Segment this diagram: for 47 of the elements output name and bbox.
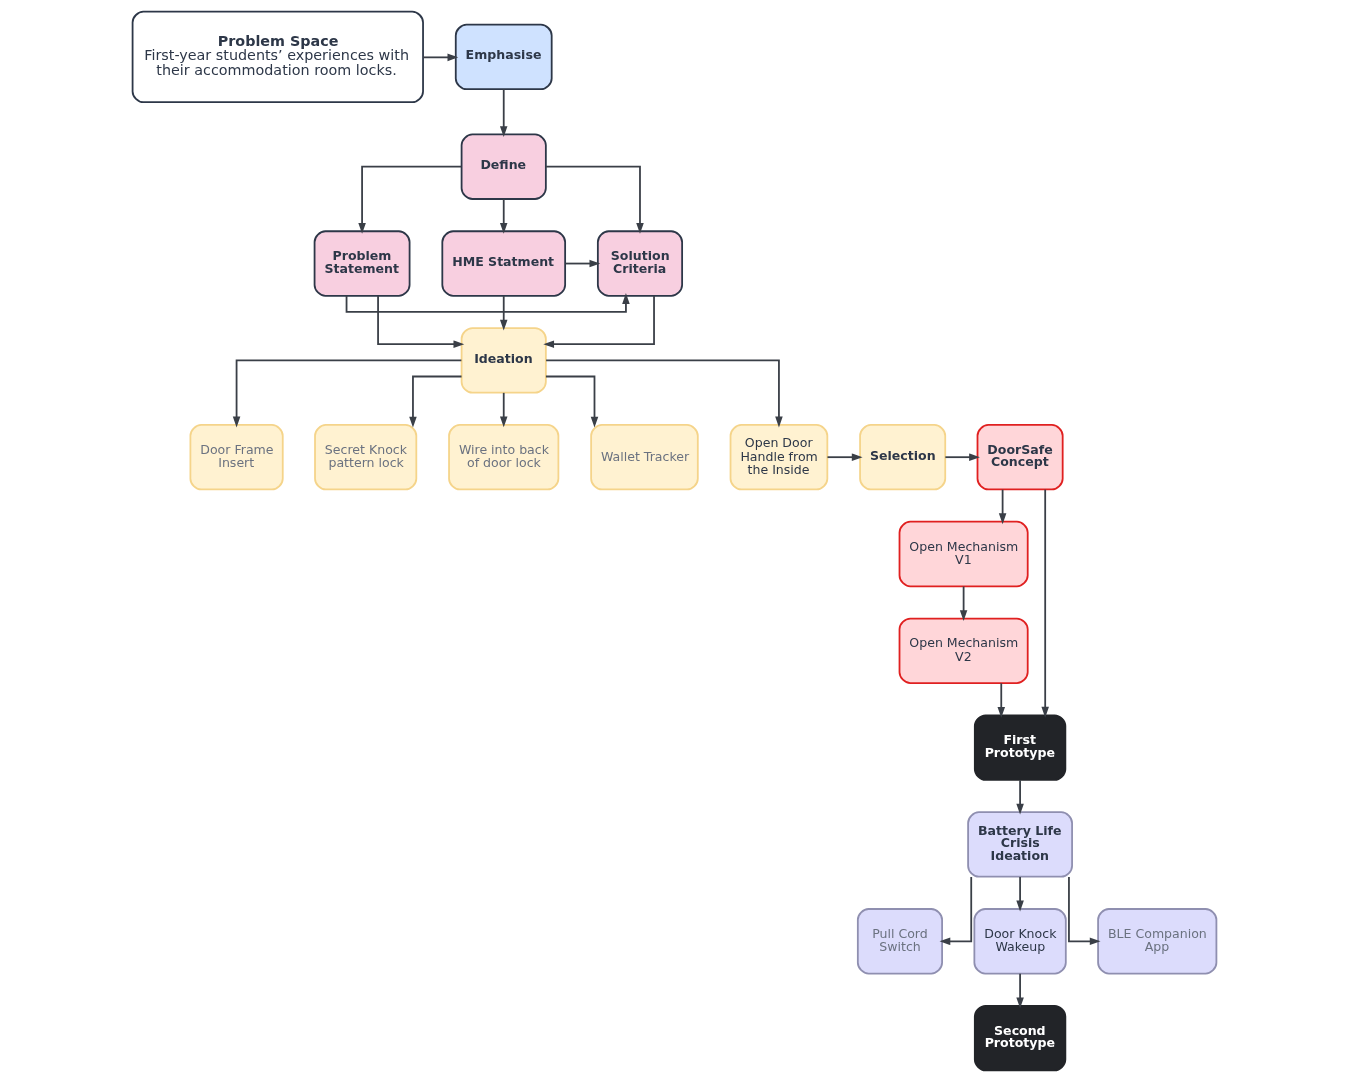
arrow <box>997 682 1006 718</box>
node-box: Wire into back of door lock <box>448 424 560 491</box>
node-box: Door Knock Wakeup <box>973 908 1067 975</box>
node-box: Open Mechanism V1 <box>898 520 1029 588</box>
arrow <box>545 359 783 428</box>
arrow <box>232 359 463 428</box>
arrow <box>499 295 508 331</box>
arrow <box>939 876 973 946</box>
arrow <box>499 391 508 428</box>
node-box: Pull Cord Switch <box>856 908 943 975</box>
arrow <box>499 88 508 137</box>
arrow <box>1016 779 1024 815</box>
node-box: Open Door Handle from the Inside <box>729 424 829 491</box>
node-box: Define <box>460 133 547 200</box>
arrow <box>545 165 644 234</box>
arrow <box>959 585 968 621</box>
arrow <box>1016 876 1024 912</box>
node-box: Open Mechanism V2 <box>898 617 1029 684</box>
node-box: Problem Space First-year students’ experiences with their accommodation room locks. <box>131 10 424 104</box>
arrow <box>543 295 655 348</box>
arrow <box>1068 876 1101 946</box>
arrow <box>422 53 459 62</box>
node-box: Problem Statement <box>313 230 411 297</box>
arrow <box>826 453 863 461</box>
arrow <box>409 375 463 428</box>
node-box: Secret Knock pattern lock <box>314 424 418 491</box>
arrow <box>377 295 465 348</box>
node-box: Selection <box>859 424 947 491</box>
node-box: Ideation <box>460 327 547 394</box>
node-box: First Prototype <box>973 714 1067 781</box>
arrow <box>944 453 980 461</box>
arrow <box>1016 972 1024 1009</box>
arrow <box>545 375 599 428</box>
node-box: Wallet Tracker <box>590 424 699 491</box>
node-box: Solution Criteria <box>596 230 683 297</box>
node-box: Second Prototype <box>973 1004 1067 1072</box>
arrow <box>499 198 508 234</box>
node-box: Door Frame Insert <box>189 424 284 491</box>
arrow <box>564 259 601 268</box>
arrow <box>358 165 463 234</box>
node-box: BLE Companion App <box>1097 908 1218 975</box>
arrow <box>998 488 1007 525</box>
node-box: Battery Life Crisis Ideation <box>967 811 1073 878</box>
arrow <box>1041 488 1049 718</box>
node-box: DoorSafe Concept <box>976 424 1064 491</box>
node-box: HME Statment <box>441 230 567 297</box>
node-box: Emphasise <box>454 23 553 91</box>
